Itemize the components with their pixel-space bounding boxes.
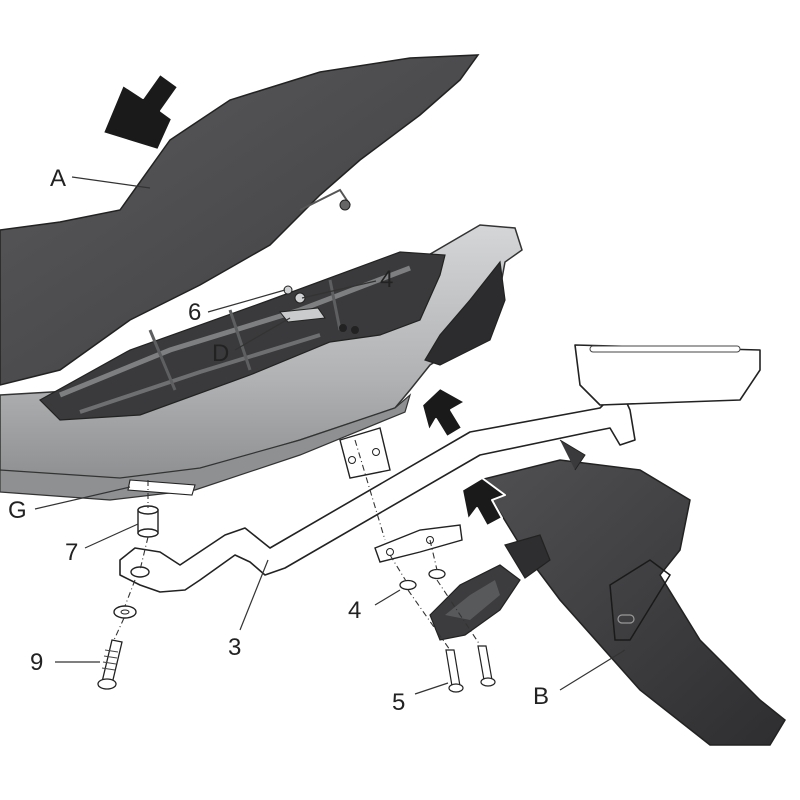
label-5: 5	[392, 689, 405, 716]
washer-front	[113, 605, 137, 619]
turn-signal	[429, 534, 551, 641]
sticker-G	[127, 479, 196, 496]
label-3: 3	[228, 634, 241, 661]
arrow-up-icon	[461, 477, 506, 527]
label-A: A	[50, 165, 66, 192]
assembly-lines	[113, 439, 481, 651]
label-4-bottom: 4	[348, 597, 361, 624]
label-7: 7	[65, 539, 78, 566]
spacer-7	[137, 505, 159, 538]
license-plate-holder-B	[478, 439, 786, 746]
arrow-down-icon	[102, 73, 179, 151]
tail-light	[424, 260, 506, 366]
bolt-9	[97, 639, 123, 690]
label-B: B	[533, 683, 549, 710]
label-9: 9	[30, 649, 43, 676]
washers-4	[399, 568, 446, 591]
label-6: 6	[188, 299, 201, 326]
arrow-up-icon	[421, 387, 466, 438]
rack-3	[119, 344, 761, 593]
seat-A	[0, 54, 480, 386]
seat-cavity	[39, 251, 446, 421]
label-4-top: 4	[380, 266, 393, 293]
label-G: G	[8, 497, 27, 524]
label-D: D	[212, 340, 229, 367]
leader-lines	[34, 176, 626, 695]
bolts-5	[445, 645, 496, 693]
